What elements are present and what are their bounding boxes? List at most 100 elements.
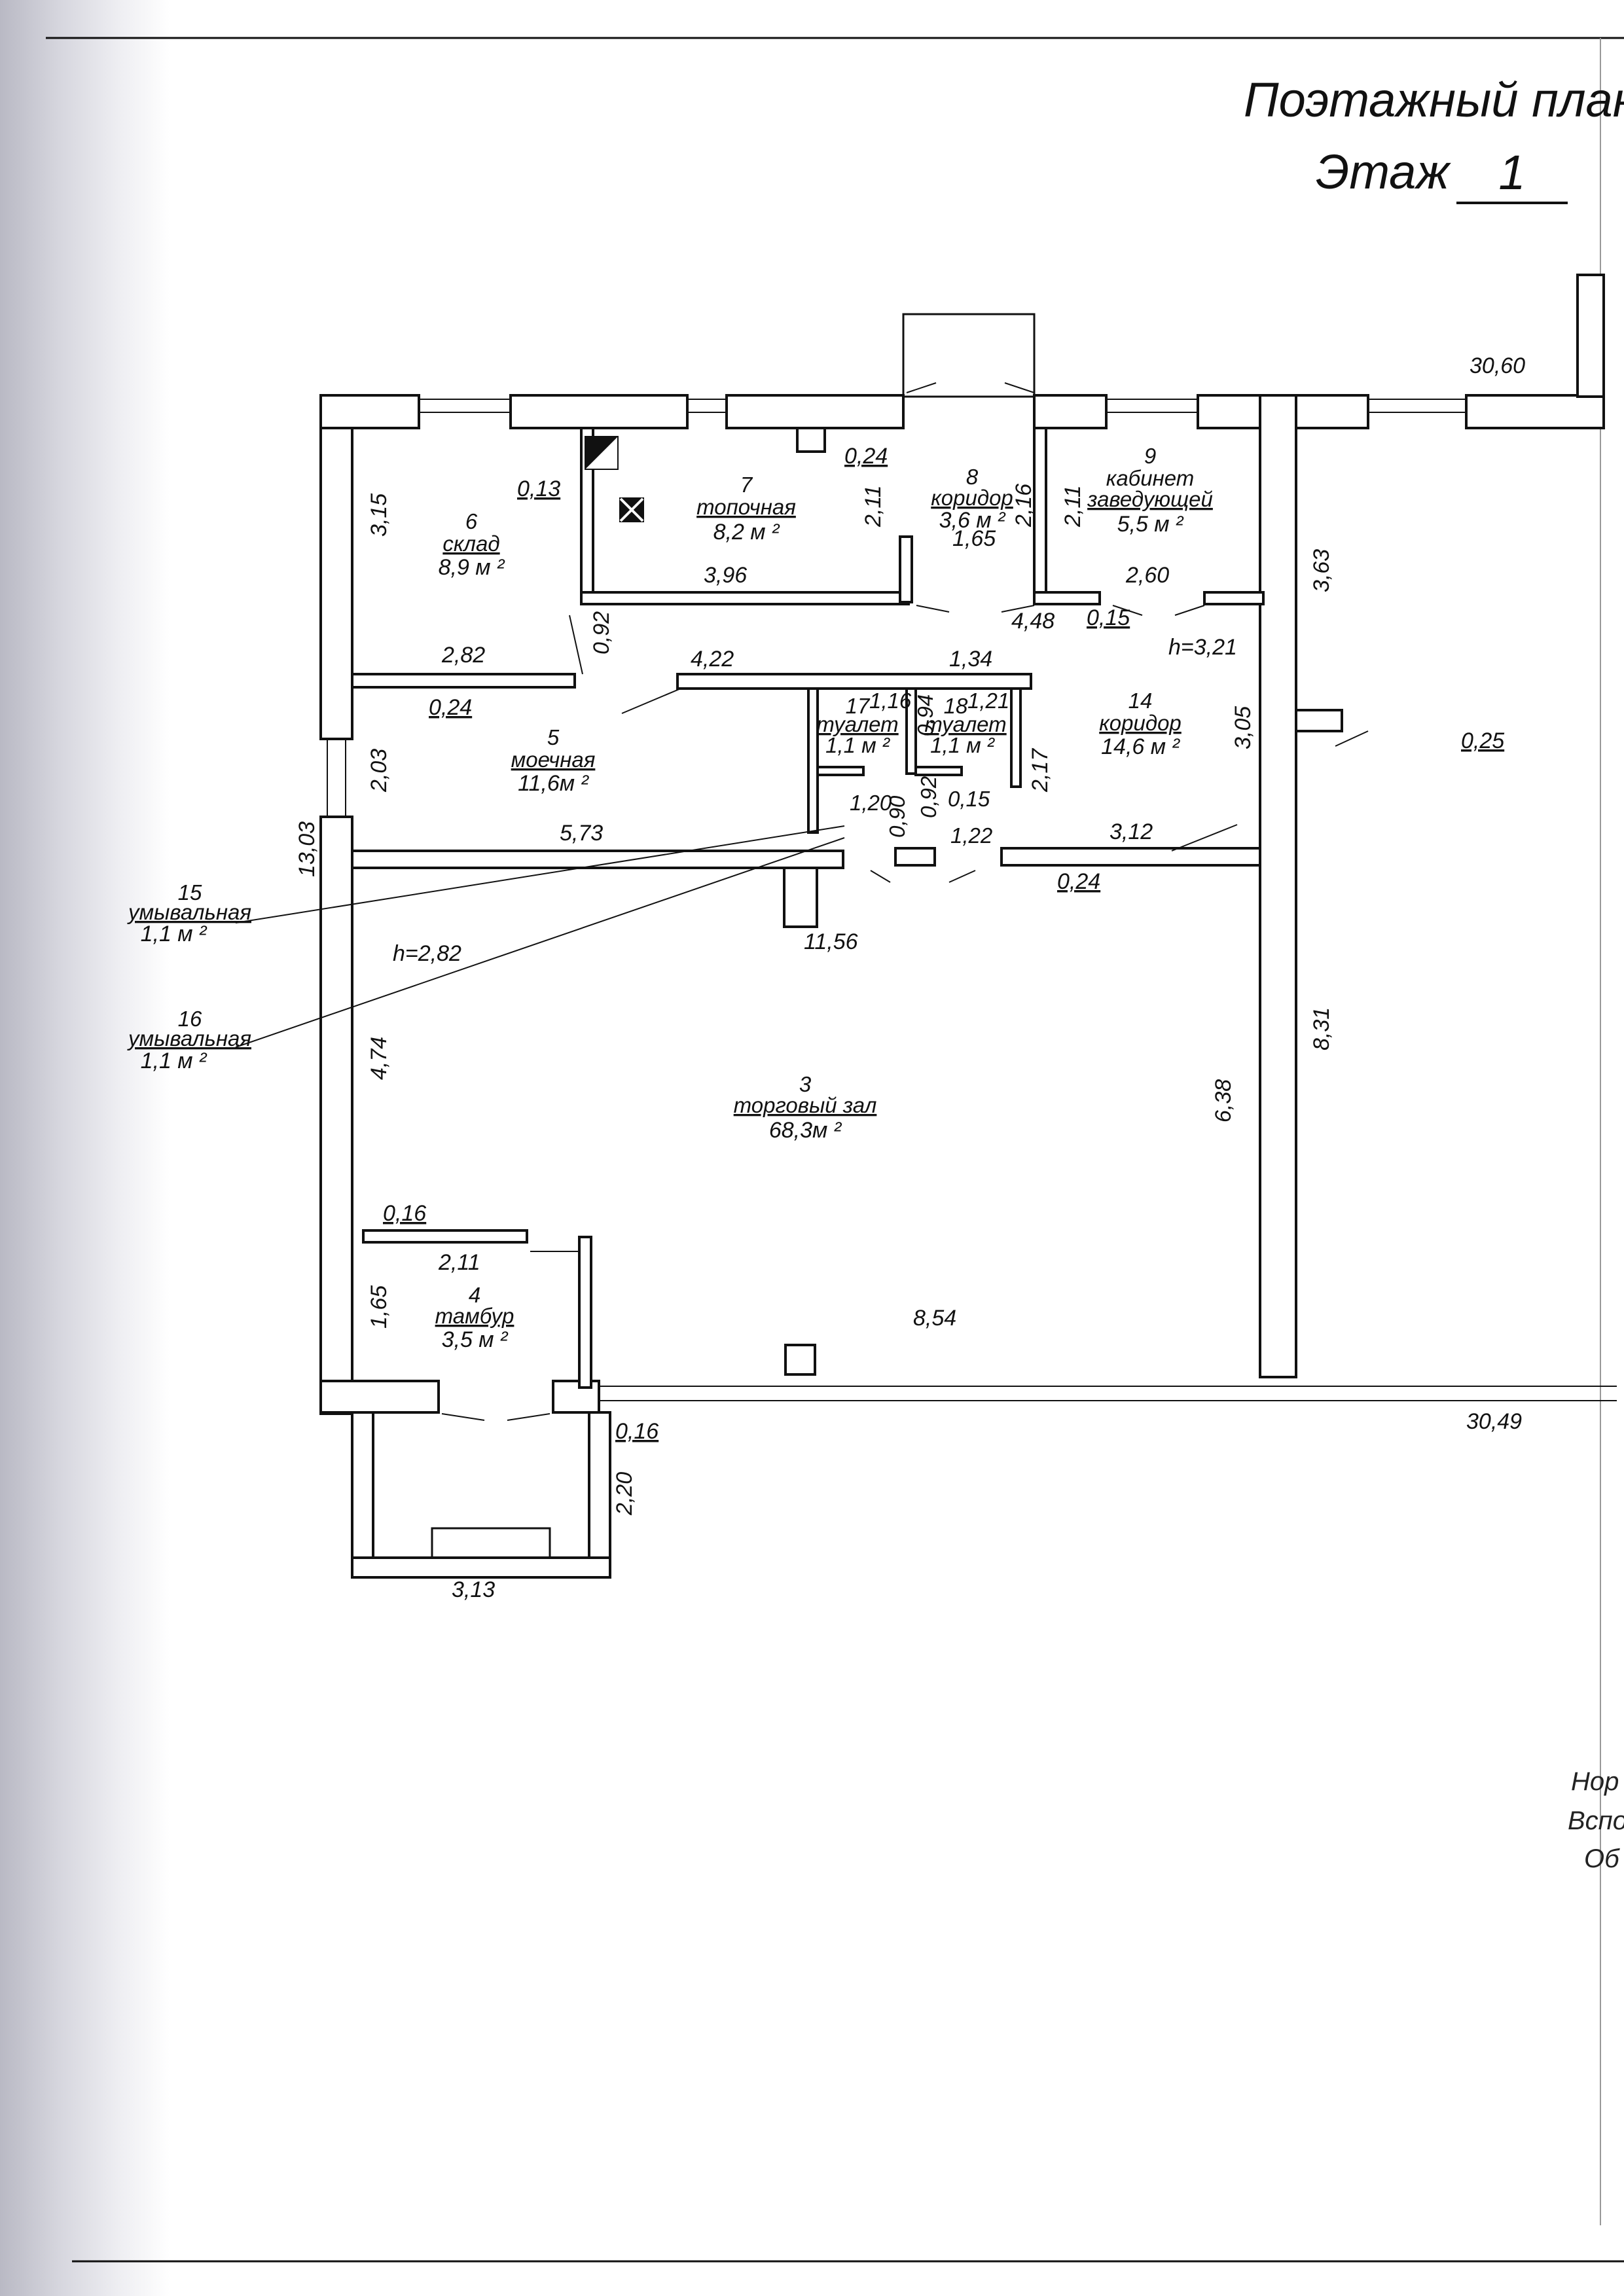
dimension: 2,11: [1060, 485, 1085, 528]
dimension: 2,20: [612, 1472, 637, 1516]
dimension: 2,82: [441, 643, 485, 668]
room-number: 18: [944, 694, 968, 718]
dimension: 30,49: [1466, 1409, 1522, 1434]
room-area: 3,5 м ²: [442, 1327, 509, 1352]
left-window: [327, 739, 346, 817]
column-hall-bottom: [784, 1344, 816, 1376]
dimension: 0,24: [1057, 869, 1100, 894]
room-area: 1,1 м ²: [141, 1049, 208, 1073]
ceiling-height-label: h=3,21: [1168, 635, 1237, 660]
room-area: 5,5 м ²: [1117, 512, 1184, 537]
wall-central: [1259, 394, 1297, 1378]
room-area: 8,2 м ²: [713, 520, 780, 545]
wall-top-6: [1465, 394, 1605, 429]
wall-left-lower: [319, 816, 353, 1415]
room-name: коридор: [1099, 711, 1182, 735]
dimension: 0,92: [589, 611, 614, 655]
room-name-2: заведующей: [1087, 487, 1213, 511]
floor-label: Этаж: [1316, 145, 1450, 199]
dimension: 0,15: [1087, 605, 1130, 630]
room-name: коридор: [931, 486, 1013, 510]
dimension: 1,34: [949, 647, 992, 672]
room-name: тамбур: [435, 1304, 514, 1328]
dimension: 0,25: [1461, 728, 1504, 753]
room-name: умывальная: [127, 900, 251, 924]
partition-wc-c: [1010, 687, 1022, 788]
top-windows: [419, 399, 1466, 413]
wall-left-upper: [319, 394, 353, 740]
room-area: 14,6 м ²: [1101, 734, 1180, 759]
room-name: кабинет: [1106, 466, 1194, 490]
dimension-labels: 30,60 0,24 0,13 3,15 2,11 3,96 2,16 1,65…: [295, 353, 1525, 1602]
dimension: 8,54: [913, 1306, 956, 1331]
partition-wc-bottom: [894, 847, 936, 867]
partition-wash: [676, 673, 1032, 690]
dimension: 3,63: [1309, 549, 1334, 592]
dimension: 0,16: [615, 1419, 659, 1444]
room-name: топочная: [696, 495, 796, 519]
porch-wall-right: [588, 1411, 611, 1577]
room-number: 8: [966, 465, 979, 489]
boiler-icon-x2: [619, 497, 644, 522]
porch-step: [431, 1527, 551, 1559]
room-number: 5: [547, 725, 560, 749]
porch-wall-bottom: [351, 1556, 611, 1579]
dimension: 0,92: [916, 776, 941, 818]
room-area: 11,6м ²: [518, 771, 589, 796]
dimension: 1,65: [952, 526, 996, 551]
partition-hall-top: [351, 850, 844, 869]
dimension: 2,11: [861, 485, 886, 528]
partition-vestibule-top: [362, 1229, 528, 1244]
room-name: моечная: [511, 747, 596, 772]
dimension: 2,60: [1125, 563, 1169, 588]
dimension: 0,24: [429, 695, 472, 720]
chimney-icon-half: [586, 437, 617, 469]
side-note: Об: [1584, 1844, 1619, 1873]
dimension: 0,15: [948, 787, 990, 811]
partition-boiler-right: [899, 535, 913, 603]
dimension: 2,16: [1011, 484, 1036, 528]
labels: h=3,21 h=2,82 3 торговый зал 68,3м ² 4 т…: [127, 353, 1525, 1602]
room-number: 6: [465, 509, 478, 533]
room-area: 8,9 м ²: [439, 555, 505, 580]
dimension: 1,21: [967, 689, 1009, 713]
page-frame: [46, 37, 1624, 2263]
room-number: 14: [1128, 689, 1153, 713]
porch-wall-left: [351, 1411, 374, 1577]
room-number: 16: [178, 1007, 202, 1031]
shopfront-glazing: [599, 1386, 1617, 1401]
partition-boiler-bottom: [580, 591, 910, 605]
partition-wc-e: [914, 766, 963, 776]
dimension: 0,94: [913, 694, 937, 736]
plan-title: Поэтажный план: [1244, 73, 1624, 127]
dimension: 3,13: [452, 1577, 495, 1602]
room-number: 7: [740, 473, 753, 497]
wall-top-right-bay: [1576, 274, 1605, 398]
column-hall: [783, 867, 818, 928]
dimension: 4,22: [691, 647, 734, 672]
ceiling-height-label: h=2,82: [393, 941, 461, 966]
floor-number: 1: [1456, 144, 1568, 204]
dimension: 3,05: [1231, 706, 1255, 749]
partition-office-bottom-a: [1033, 591, 1101, 605]
room-area: 1,1 м ²: [141, 922, 208, 946]
dimension: 1,16: [869, 689, 912, 713]
room-name: склад: [442, 531, 499, 556]
wall-bottom-left: [319, 1380, 440, 1414]
partition-storage: [351, 673, 576, 689]
dimension: 8,31: [1309, 1007, 1334, 1050]
room-area: 1,1 м ²: [825, 733, 890, 757]
column-boiler: [796, 427, 826, 453]
dimension: 6,38: [1211, 1079, 1236, 1122]
dimension: 0,90: [885, 795, 909, 838]
vent-shaft: [902, 313, 1036, 398]
dimension: 4,48: [1011, 609, 1055, 634]
dimension: 3,12: [1110, 819, 1153, 844]
room-name: туалет: [924, 712, 1006, 736]
side-note: Вспо: [1568, 1806, 1624, 1835]
partition-wc-b: [905, 687, 917, 775]
room-number: 15: [178, 880, 202, 905]
dimension: 0,24: [844, 444, 888, 469]
room-name: торговый зал: [734, 1093, 877, 1117]
dimension: 4,74: [367, 1037, 391, 1080]
